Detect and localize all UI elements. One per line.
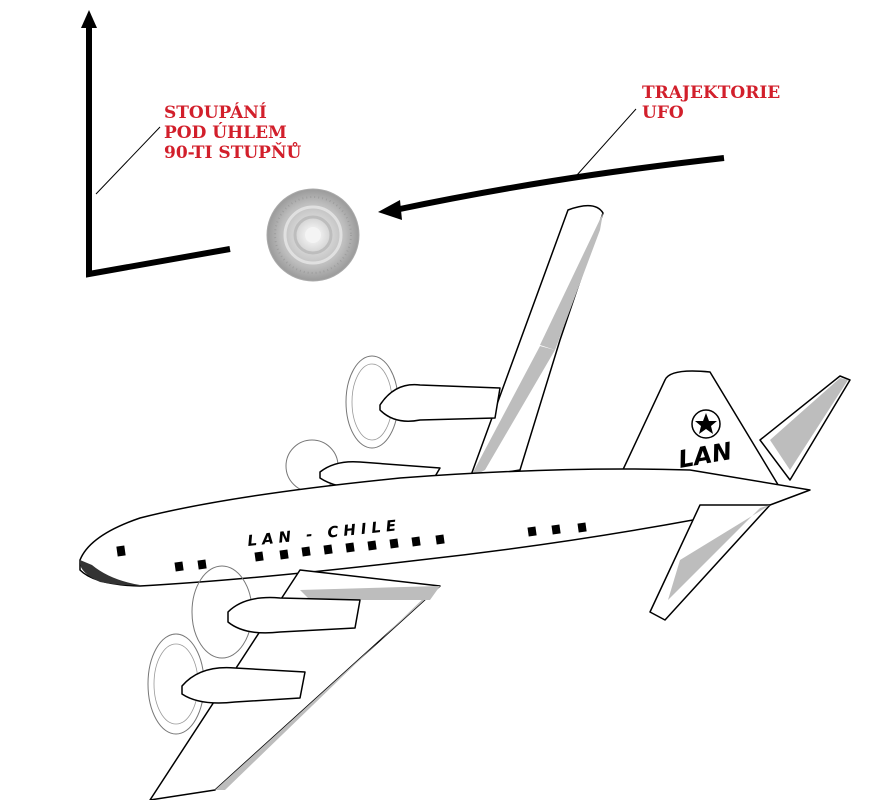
upper-engines (285, 355, 501, 493)
trajectory-label-line1: TRAJEKTORIE (642, 83, 781, 103)
climb-leader-line (95, 126, 161, 195)
climb-label-line1: STOUPÁNÍ (164, 103, 267, 123)
windows (116, 522, 587, 572)
airplane (79, 204, 851, 801)
lower-engines (147, 565, 361, 735)
trajectory-leader-line (576, 108, 637, 176)
climb-arrowhead (81, 10, 97, 28)
ufo-arrowhead (378, 200, 402, 220)
climb-label-line3: 90-TI STUPŇŮ (164, 143, 302, 163)
climb-trajectory (81, 10, 231, 278)
trajectory-label-line2: UFO (642, 103, 684, 123)
climb-label-line2: POD ÚHLEM (164, 123, 287, 143)
trajectory-label: TRAJEKTORIE UFO (642, 83, 780, 123)
near-stabilizer (649, 504, 771, 621)
far-wing (469, 204, 604, 479)
ufo-trajectory (378, 155, 725, 220)
climb-label: STOUPÁNÍ POD ÚHLEM 90-TI STUPŇŮ (164, 103, 301, 163)
ufo-object (266, 188, 360, 282)
